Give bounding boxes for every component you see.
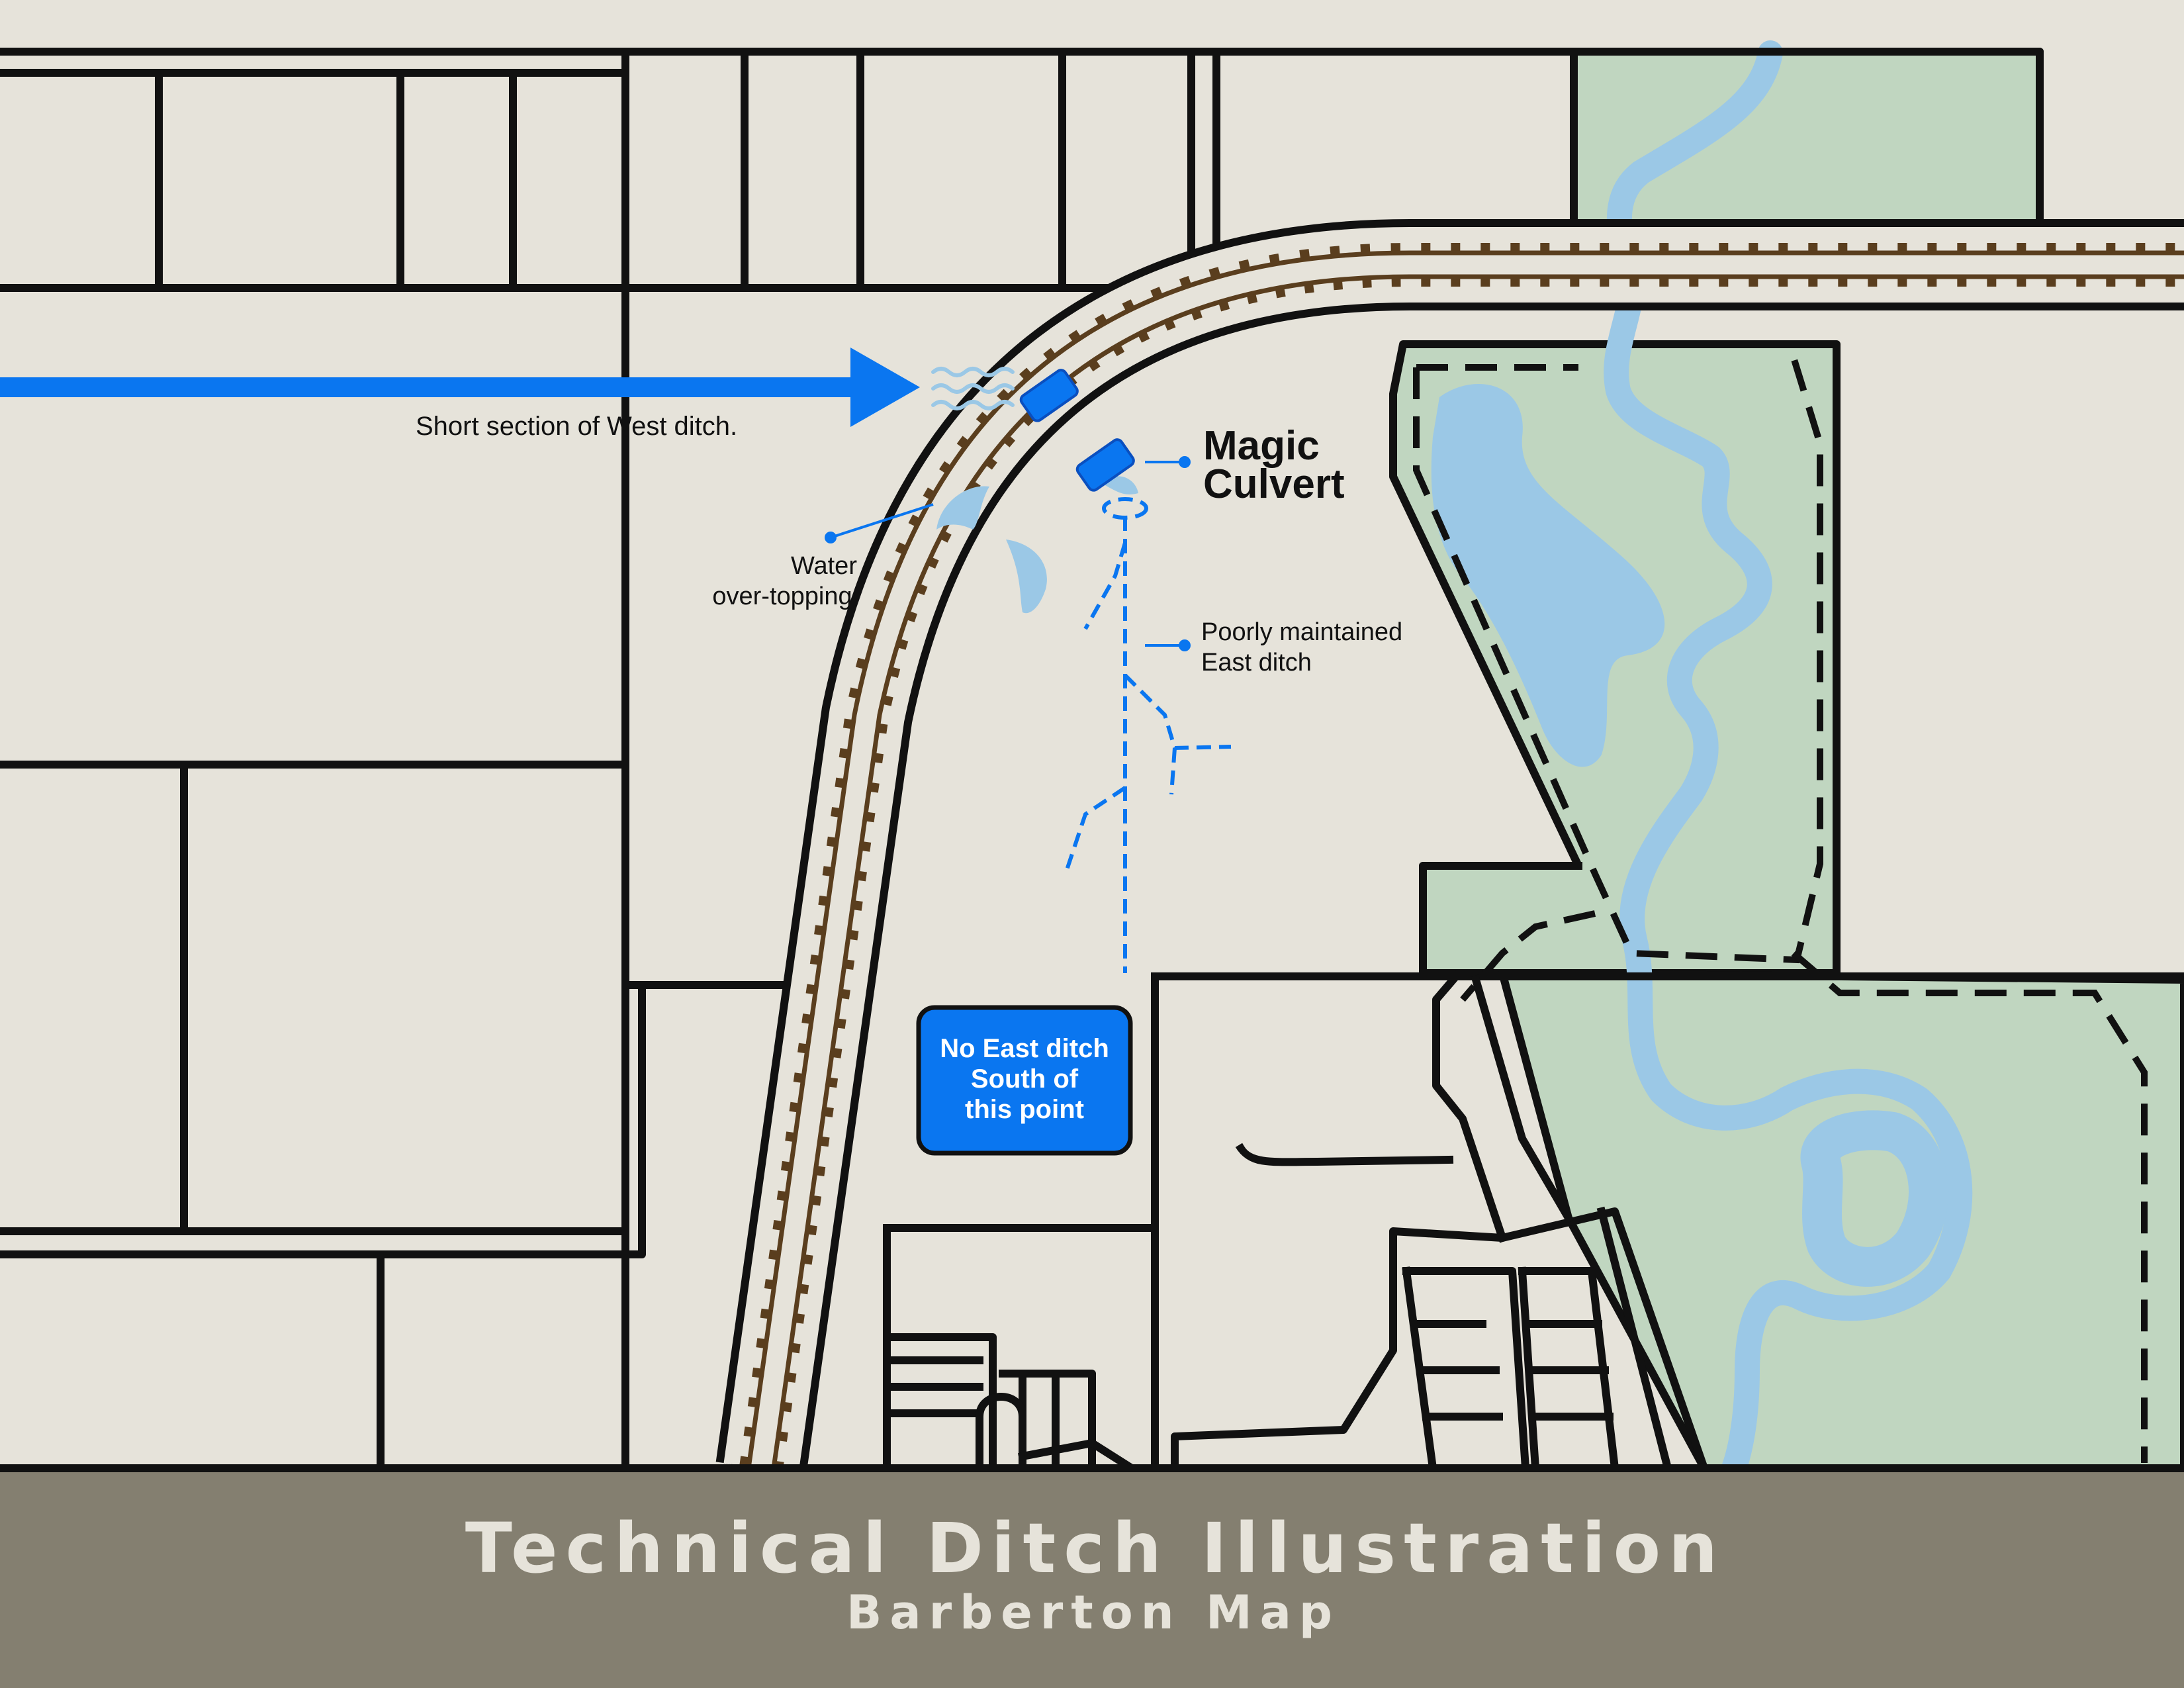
water-overtopping-label-line1: Water	[791, 552, 857, 580]
park-boundary-dashed	[1413, 356, 2148, 1463]
east-ditch-label-line1: Poorly maintained	[1201, 618, 1402, 646]
map-title: Technical Ditch Illustration	[465, 1508, 1725, 1589]
water-overtopping-label-line2: over-topping	[712, 583, 852, 610]
east-ditch-label-line2: East ditch	[1201, 649, 1312, 677]
river	[1604, 40, 1973, 1468]
east-ditch	[1064, 497, 1232, 973]
pond	[1431, 384, 1665, 767]
no-east-ditch-line1: No East ditch	[940, 1034, 1109, 1063]
land-parcels	[0, 48, 2184, 1468]
west-ditch-label: Short section of West ditch.	[416, 412, 737, 441]
no-east-ditch-callout: No East ditch South of this point	[916, 1005, 1133, 1156]
flow-arrow-icon	[0, 348, 920, 427]
leader-lines	[825, 456, 1191, 651]
wave-icon	[931, 367, 1015, 410]
map-subtitle: Barberton Map	[846, 1585, 1340, 1640]
no-east-ditch-line3: this point	[965, 1095, 1084, 1124]
magic-culvert-label-line2: Culvert	[1203, 461, 1345, 507]
magic-culvert-label-line1: Magic	[1203, 423, 1320, 469]
culvert-icon	[1019, 369, 1135, 492]
footer-band	[0, 1468, 2184, 1688]
no-east-ditch-line2: South of	[971, 1064, 1079, 1094]
